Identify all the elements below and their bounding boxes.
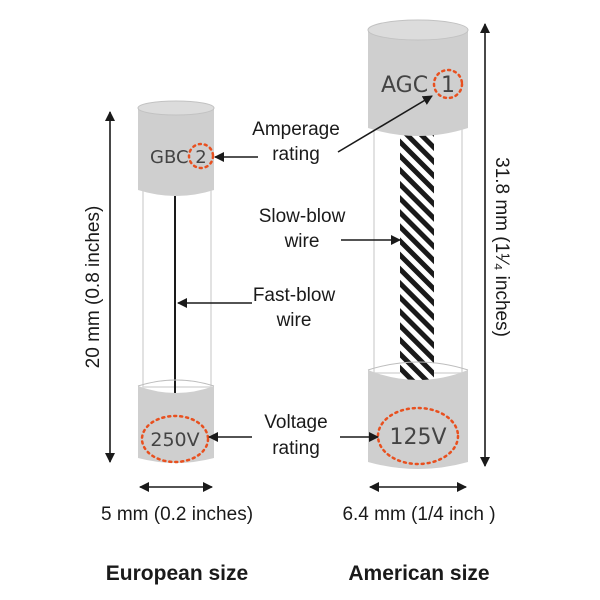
european-top-code: GBC	[150, 147, 189, 168]
amperage-arrow-right	[337, 95, 433, 153]
american-bottom-marking: 125V	[389, 425, 446, 450]
callout-slow-blow: Slow-blow wire	[259, 206, 401, 252]
callout-fast-blow: Fast-blow wire	[177, 285, 336, 331]
slowblow-label-line2: wire	[284, 231, 320, 252]
american-amperage-highlight	[432, 68, 464, 100]
slowblow-label-line1: Slow-blow	[259, 206, 346, 227]
european-top-cap-rim	[137, 100, 215, 116]
voltage-label-line2: rating	[272, 438, 320, 459]
american-top-cap	[368, 30, 468, 136]
american-top-rating: 1	[441, 73, 455, 98]
american-width-label: 6.4 mm (1/4 inch )	[342, 504, 495, 525]
european-fuse: GBC 2 250V	[137, 100, 215, 464]
american-top-cap-rim	[367, 19, 469, 41]
american-dimensions: 31.8 mm (1¹⁄₄ inches) 6.4 mm (1/4 inch )…	[342, 23, 512, 585]
european-height-label: 20 mm (0.8 inches)	[83, 206, 104, 369]
european-dimensions: 20 mm (0.8 inches) 5 mm (0.2 inches) Eur…	[83, 111, 253, 585]
fastblow-label-line1: Fast-blow	[253, 285, 336, 306]
european-size-title: European size	[106, 562, 248, 585]
voltage-label-line1: Voltage	[264, 412, 327, 433]
european-bottom-cap-rim	[137, 379, 215, 387]
callout-amperage: Amperage rating	[214, 95, 433, 165]
american-slow-blow-wire	[400, 132, 434, 384]
european-top-rating: 2	[195, 147, 206, 168]
european-bottom-cap	[138, 386, 214, 463]
callout-voltage: Voltage rating	[208, 412, 379, 459]
european-glass-tube	[142, 181, 212, 388]
american-size-title: American size	[348, 562, 489, 585]
amperage-label-line1: Amperage	[252, 119, 340, 140]
european-width-label: 5 mm (0.2 inches)	[101, 504, 253, 525]
american-bottom-cap	[368, 370, 468, 469]
european-amperage-highlight	[187, 142, 215, 170]
american-top-code: AGC	[381, 73, 428, 98]
american-bottom-cap-rim	[367, 361, 469, 371]
fastblow-label-line2: wire	[276, 310, 312, 331]
european-top-cap	[138, 108, 214, 196]
american-fuse: AGC 1 125V	[367, 19, 469, 469]
amperage-label-line2: rating	[272, 144, 320, 165]
american-height-label: 31.8 mm (1¹⁄₄ inches)	[491, 157, 512, 337]
european-bottom-marking: 250V	[150, 429, 199, 451]
